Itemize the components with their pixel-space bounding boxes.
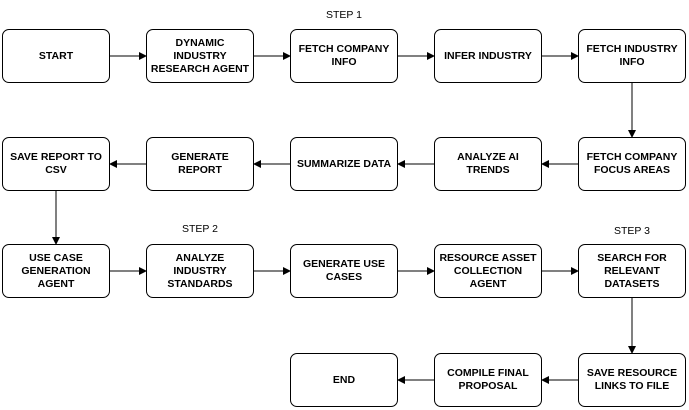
generate-report-node: GENERATE REPORT <box>146 137 254 191</box>
analyze-ai-trends-node: ANALYZE AI TRENDS <box>434 137 542 191</box>
step-3-label: STEP 3 <box>614 225 650 237</box>
analyze-industry-standards-node: ANALYZE INDUSTRY STANDARDS <box>146 244 254 298</box>
summarize-data-node: SUMMARIZE DATA <box>290 137 398 191</box>
dynamic-industry-research-agent-node: DYNAMIC INDUSTRY RESEARCH AGENT <box>146 29 254 83</box>
step-2-label: STEP 2 <box>182 223 218 235</box>
infer-industry-node: INFER INDUSTRY <box>434 29 542 83</box>
resource-asset-collection-agent-node: RESOURCE ASSET COLLECTION AGENT <box>434 244 542 298</box>
search-for-relevant-datasets-node: SEARCH FOR RELEVANT DATASETS <box>578 244 686 298</box>
use-case-generation-agent-node: USE CASE GENERATION AGENT <box>2 244 110 298</box>
compile-final-proposal-node: COMPILE FINAL PROPOSAL <box>434 353 542 407</box>
step-1-label: STEP 1 <box>326 9 362 21</box>
save-report-to-csv-node: SAVE REPORT TO CSV <box>2 137 110 191</box>
start-node: START <box>2 29 110 83</box>
fetch-industry-info-node: FETCH INDUSTRY INFO <box>578 29 686 83</box>
fetch-company-focus-areas-node: FETCH COMPANY FOCUS AREAS <box>578 137 686 191</box>
end-node: END <box>290 353 398 407</box>
generate-use-cases-node: GENERATE USE CASES <box>290 244 398 298</box>
save-resource-links-to-file-node: SAVE RESOURCE LINKS TO FILE <box>578 353 686 407</box>
fetch-company-info-node: FETCH COMPANY INFO <box>290 29 398 83</box>
